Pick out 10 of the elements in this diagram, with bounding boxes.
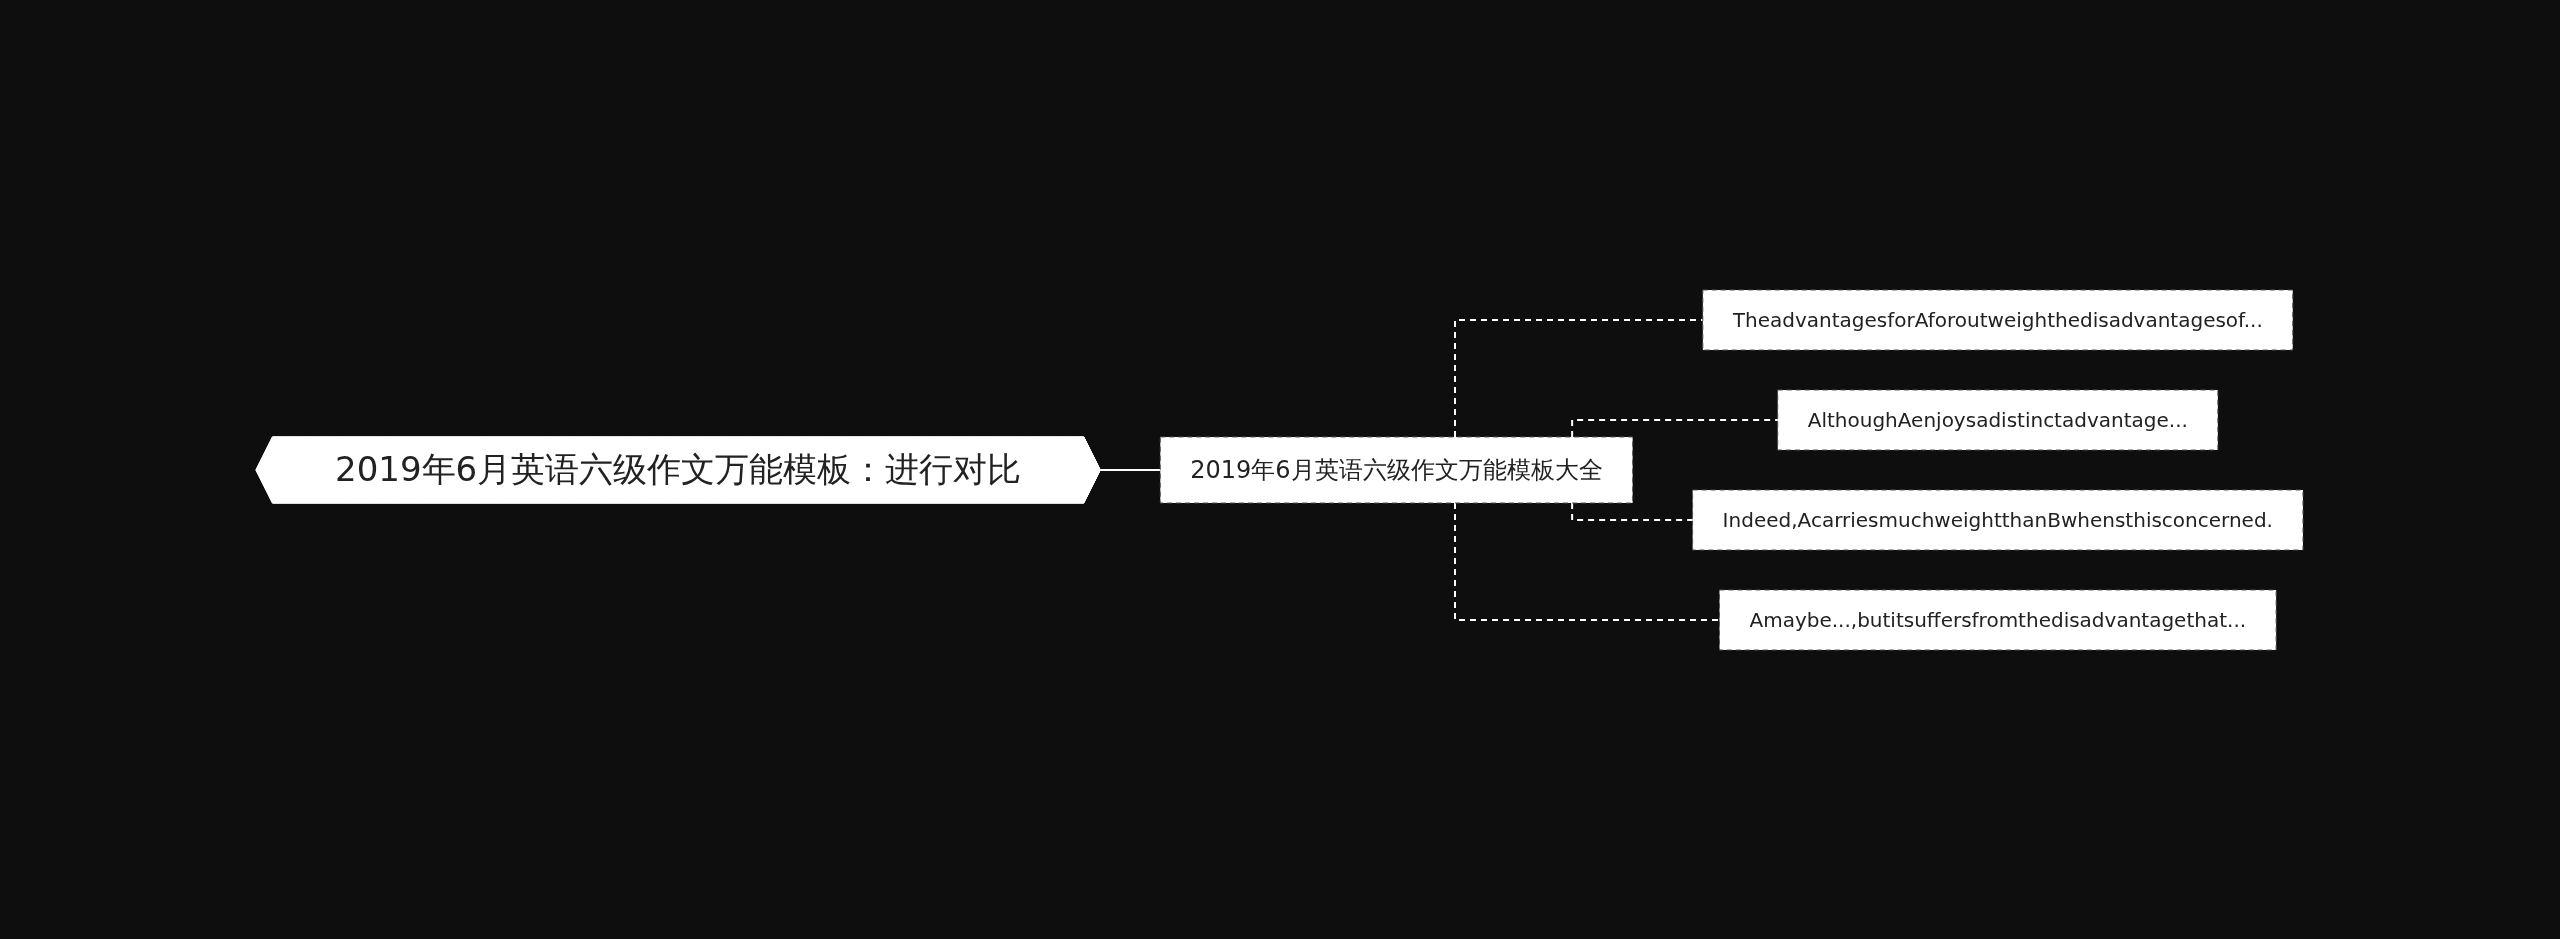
connector <box>1454 318 1705 438</box>
node-box: Indeed,AcarriesmuchweightthanBwhensthisconcerned. <box>1692 489 2304 550</box>
connector <box>1571 418 1780 438</box>
node-box: TheadvantagesforAforoutweighthedisadvantagesof... <box>1702 289 2294 350</box>
connector <box>1100 468 1162 471</box>
node-box: Amaybe...,butitsuffersfromthedisadvantagethat... <box>1719 589 2278 650</box>
connector <box>1454 501 1721 621</box>
node-box: AlthoughAenjoysadistinctadvantage... <box>1777 389 2219 450</box>
connector <box>1571 501 1695 521</box>
node-box: 2019年6月英语六级作文万能模板大全 <box>1160 436 1634 503</box>
